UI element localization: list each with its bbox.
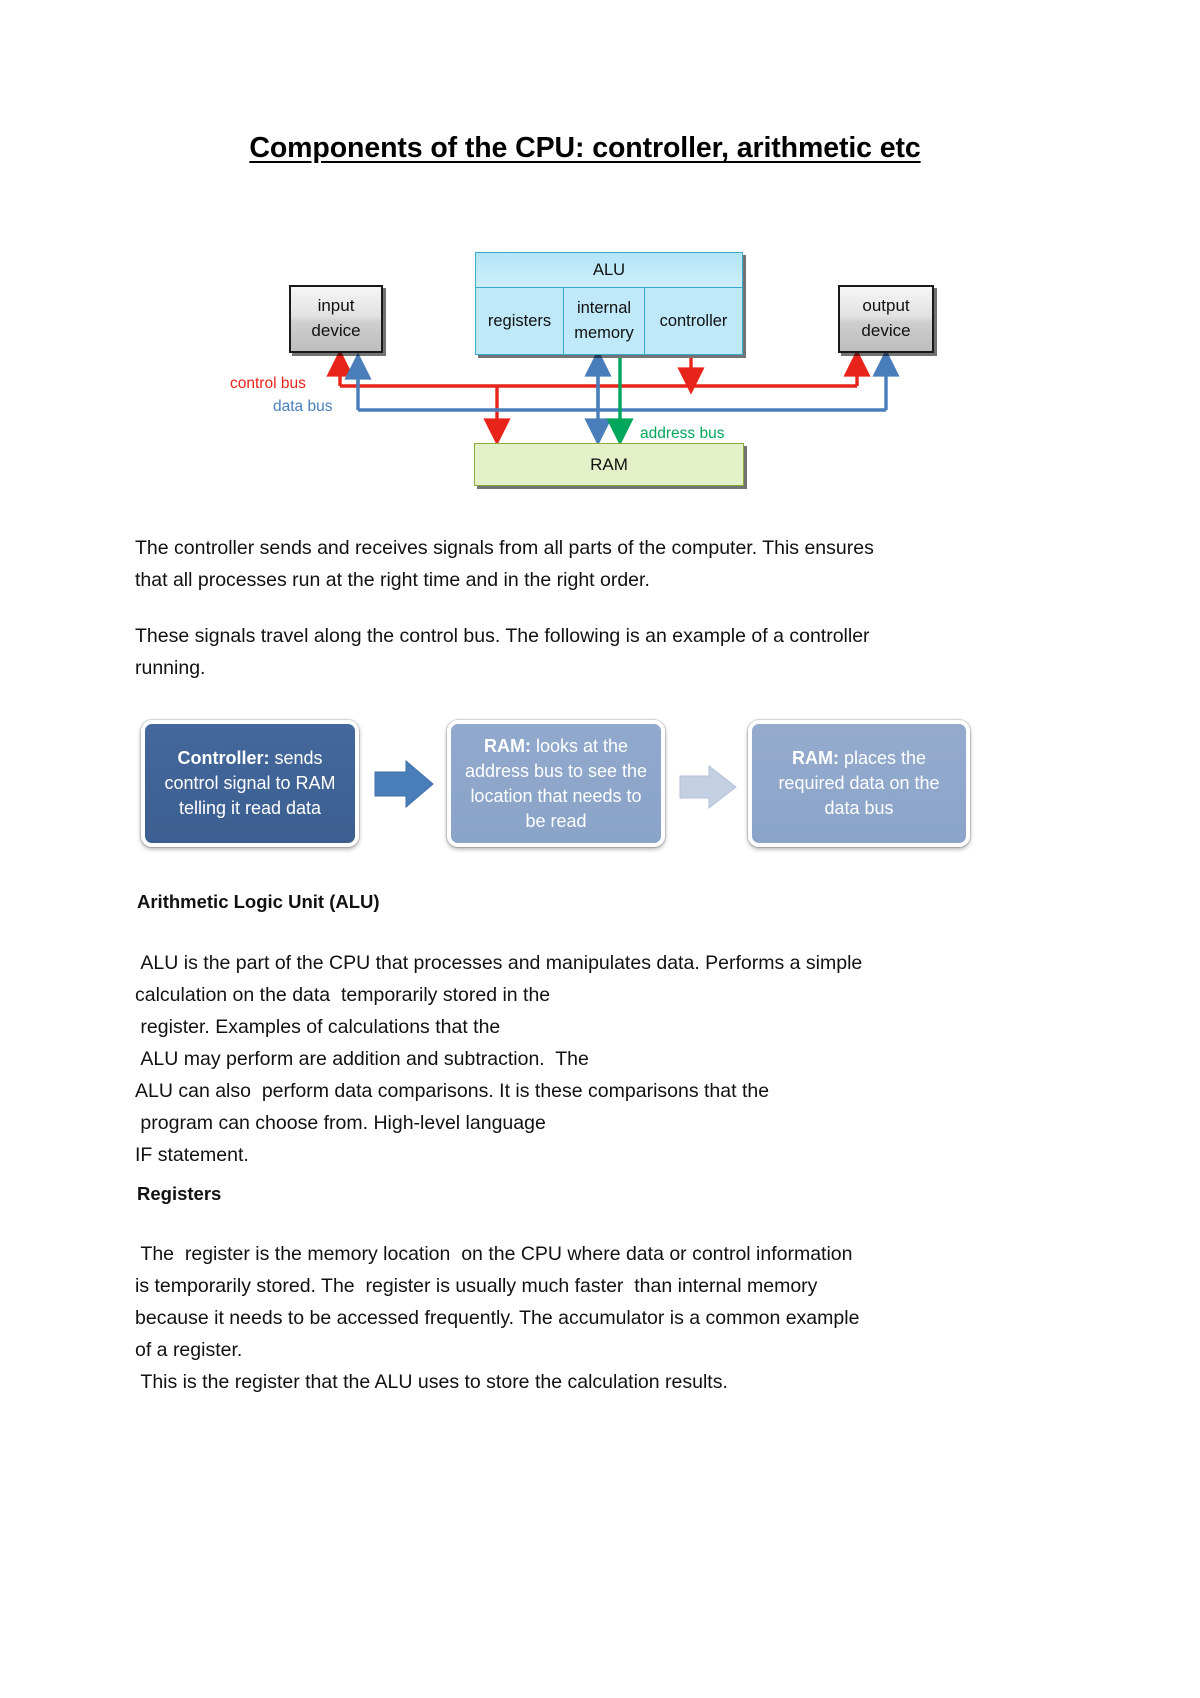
paragraph-controller-line1: The controller sends and receives signal… <box>135 537 874 559</box>
internal-memory-line2: memory <box>574 324 634 342</box>
data-bus-lines <box>344 349 900 446</box>
paragraph-alu-line5: ALU can also perform data comparisons. I… <box>135 1080 770 1102</box>
paragraph-alu-line7: IF statement. <box>135 1144 249 1166</box>
paragraph-controller: The controller sends and receives signal… <box>135 532 980 596</box>
paragraph-signals: These signals travel along the control b… <box>135 620 980 684</box>
paragraph-alu-line2: calculation on the data temporarily stor… <box>135 984 551 1006</box>
paragraph-registers: The register is the memory location on t… <box>135 1238 980 1398</box>
cpu-architecture-diagram: input device output device ALU registers… <box>0 240 1200 495</box>
flow-arrow-2-icon <box>679 764 737 810</box>
input-device-box: input device <box>289 285 383 353</box>
paragraph-registers-line5: This is the register that the ALU uses t… <box>135 1371 728 1393</box>
cpu-components-row: registers internal memory controller <box>476 288 742 354</box>
paragraph-alu-line6: program can choose from. High-level lang… <box>135 1112 546 1134</box>
paragraph-registers-line4: of a register. <box>135 1339 243 1361</box>
flow-step-1: Controller: sends control signal to RAM … <box>141 720 359 847</box>
input-device-label-line1: input <box>317 296 355 316</box>
flow-step-1-text: sends control signal to RAM telling it r… <box>164 748 336 818</box>
controller-process-flowchart: Controller: sends control signal to RAM … <box>0 712 1200 852</box>
address-bus-label: address bus <box>640 425 725 442</box>
controller-cell: controller <box>645 288 742 354</box>
internal-memory-cell: internal memory <box>564 288 645 354</box>
flow-arrow-1-icon <box>374 759 434 809</box>
output-device-label-line2: device <box>861 321 911 340</box>
flow-step-2: RAM: looks at the address bus to see the… <box>447 720 665 847</box>
input-device-label-line2: device <box>311 321 361 340</box>
output-device-label-line1: output <box>862 296 910 316</box>
paragraph-registers-line1: The register is the memory location on t… <box>135 1243 853 1265</box>
paragraph-controller-line2: that all processes run at the right time… <box>135 569 650 591</box>
page-title: Components of the CPU: controller, arith… <box>249 132 921 164</box>
flow-step-2-bold: RAM: <box>483 735 531 756</box>
flow-step-3: RAM: places the required data on the dat… <box>748 720 970 847</box>
ram-box: RAM <box>474 443 744 486</box>
paragraph-signals-line2: running. <box>135 657 206 679</box>
paragraph-signals-line1: These signals travel along the control b… <box>135 625 870 647</box>
output-device-box: output device <box>838 285 934 353</box>
registers-cell: registers <box>476 288 564 354</box>
data-bus-label: data bus <box>273 398 333 415</box>
paragraph-registers-line2: is temporarily stored. The register is u… <box>135 1275 818 1297</box>
paragraph-alu-line4: ALU may perform are addition and subtrac… <box>135 1048 589 1070</box>
paragraph-alu-line1: ALU is the part of the CPU that processe… <box>135 952 863 974</box>
cpu-box: ALU registers internal memory controller <box>475 252 743 355</box>
section-heading-registers: Registers <box>137 1183 222 1204</box>
alu-label: ALU <box>476 253 742 288</box>
section-heading-alu: Arithmetic Logic Unit (ALU) <box>137 891 380 912</box>
control-bus-label: control bus <box>230 375 306 392</box>
paragraph-registers-line3: because it needs to be accessed frequent… <box>135 1307 860 1329</box>
paragraph-alu: ALU is the part of the CPU that processe… <box>135 947 980 1171</box>
flow-step-3-bold: RAM: <box>791 748 839 768</box>
paragraph-alu-line3: register. Examples of calculations that … <box>135 1016 501 1038</box>
bus-lines-svg <box>326 349 900 446</box>
flow-step-3-text: places the required data on the data bus <box>778 748 940 818</box>
internal-memory-line1: internal <box>576 299 632 318</box>
flow-step-1-bold: Controller: <box>177 748 270 768</box>
flow-step-2-text: looks at the address bus to see the loca… <box>464 735 648 831</box>
